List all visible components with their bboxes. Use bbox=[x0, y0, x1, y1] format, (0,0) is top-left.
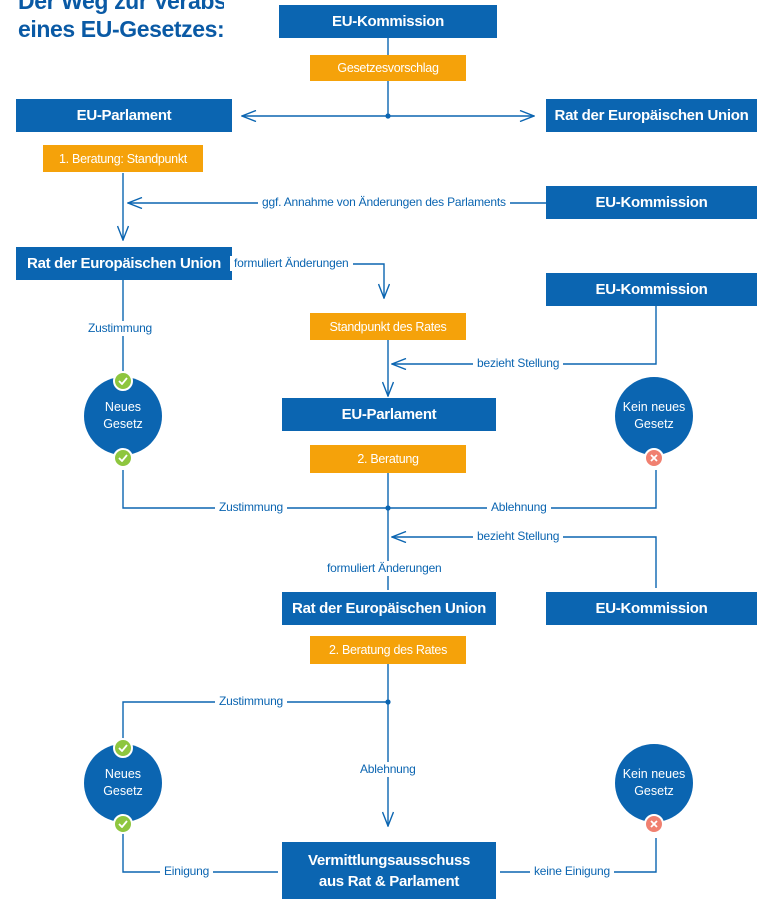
outcome-line-2: Gesetz bbox=[103, 784, 143, 798]
outcome-kein-gesetz-1: Kein neues Gesetz bbox=[615, 377, 693, 455]
check-icon bbox=[113, 371, 133, 391]
label-formuliert-2: formuliert Änderungen bbox=[323, 561, 446, 576]
label-formuliert-1: formuliert Änderungen bbox=[230, 256, 353, 271]
outcome-line-2: Gesetz bbox=[634, 417, 674, 431]
label-stellung-2: bezieht Stellung bbox=[473, 529, 564, 544]
outcome-line-1: Kein neues bbox=[622, 767, 686, 781]
box-kommission-2: EU-Kommission bbox=[546, 186, 757, 219]
label-ablehnung-1: Ablehnung bbox=[487, 500, 551, 515]
box-rat-top: Rat der Europäischen Union bbox=[546, 99, 757, 132]
page-title: Der Weg zur Verabschiedung eines EU-Gese… bbox=[18, 0, 225, 43]
outcome-line-2: Gesetz bbox=[103, 417, 143, 431]
cross-icon bbox=[644, 448, 664, 468]
label-keine-einigung: keine Einigung bbox=[530, 864, 614, 879]
box-kommission-top: EU-Kommission bbox=[279, 5, 497, 38]
outcome-line-1: Neues bbox=[104, 767, 142, 781]
box-parlament-1: EU-Parlament bbox=[16, 99, 232, 132]
box-gesetzesvorschlag: Gesetzesvorschlag bbox=[310, 55, 466, 81]
outcome-line-1: Neues bbox=[104, 400, 142, 414]
outcome-line-1: Kein neues bbox=[622, 400, 686, 414]
box-standpunkt-rat: Standpunkt des Rates bbox=[310, 313, 466, 340]
label-ablehnung-2: Ablehnung bbox=[356, 762, 420, 777]
box-beratung-rat-2: 2. Beratung des Rates bbox=[310, 636, 466, 664]
label-zustimmung-1: Zustimmung bbox=[84, 321, 157, 336]
label-annahme: ggf. Annahme von Änderungen des Parlamen… bbox=[258, 195, 510, 210]
check-icon bbox=[113, 814, 133, 834]
title-line-2: eines EU-Gesetzes: bbox=[18, 16, 225, 42]
box-vermittlungsausschuss: Vermittlungsausschuss aus Rat & Parlamen… bbox=[282, 842, 496, 899]
box-rat-2: Rat der Europäischen Union bbox=[16, 247, 232, 280]
label-zustimmung-3: Zustimmung bbox=[215, 694, 288, 709]
box-kommission-4: EU-Kommission bbox=[546, 592, 757, 625]
box-parlament-2: EU-Parlament bbox=[282, 398, 496, 431]
title-line-1: Der Weg zur Verabschiedung bbox=[18, 0, 225, 14]
label-zustimmung-2: Zustimmung bbox=[215, 500, 288, 515]
box-beratung-2: 2. Beratung bbox=[310, 445, 466, 473]
vermittlung-line-1: Vermittlungsausschuss bbox=[307, 851, 471, 869]
box-kommission-3: EU-Kommission bbox=[546, 273, 757, 306]
label-stellung-1: bezieht Stellung bbox=[473, 356, 564, 371]
check-icon bbox=[113, 448, 133, 468]
outcome-line-2: Gesetz bbox=[634, 784, 674, 798]
check-icon bbox=[113, 738, 133, 758]
box-beratung-1: 1. Beratung: Standpunkt bbox=[43, 145, 203, 172]
cross-icon bbox=[644, 814, 664, 834]
outcome-kein-gesetz-2: Kein neues Gesetz bbox=[615, 744, 693, 822]
box-rat-3: Rat der Europäischen Union bbox=[282, 592, 496, 625]
vermittlung-line-2: aus Rat & Parlament bbox=[318, 872, 460, 890]
label-einigung: Einigung bbox=[160, 864, 214, 879]
